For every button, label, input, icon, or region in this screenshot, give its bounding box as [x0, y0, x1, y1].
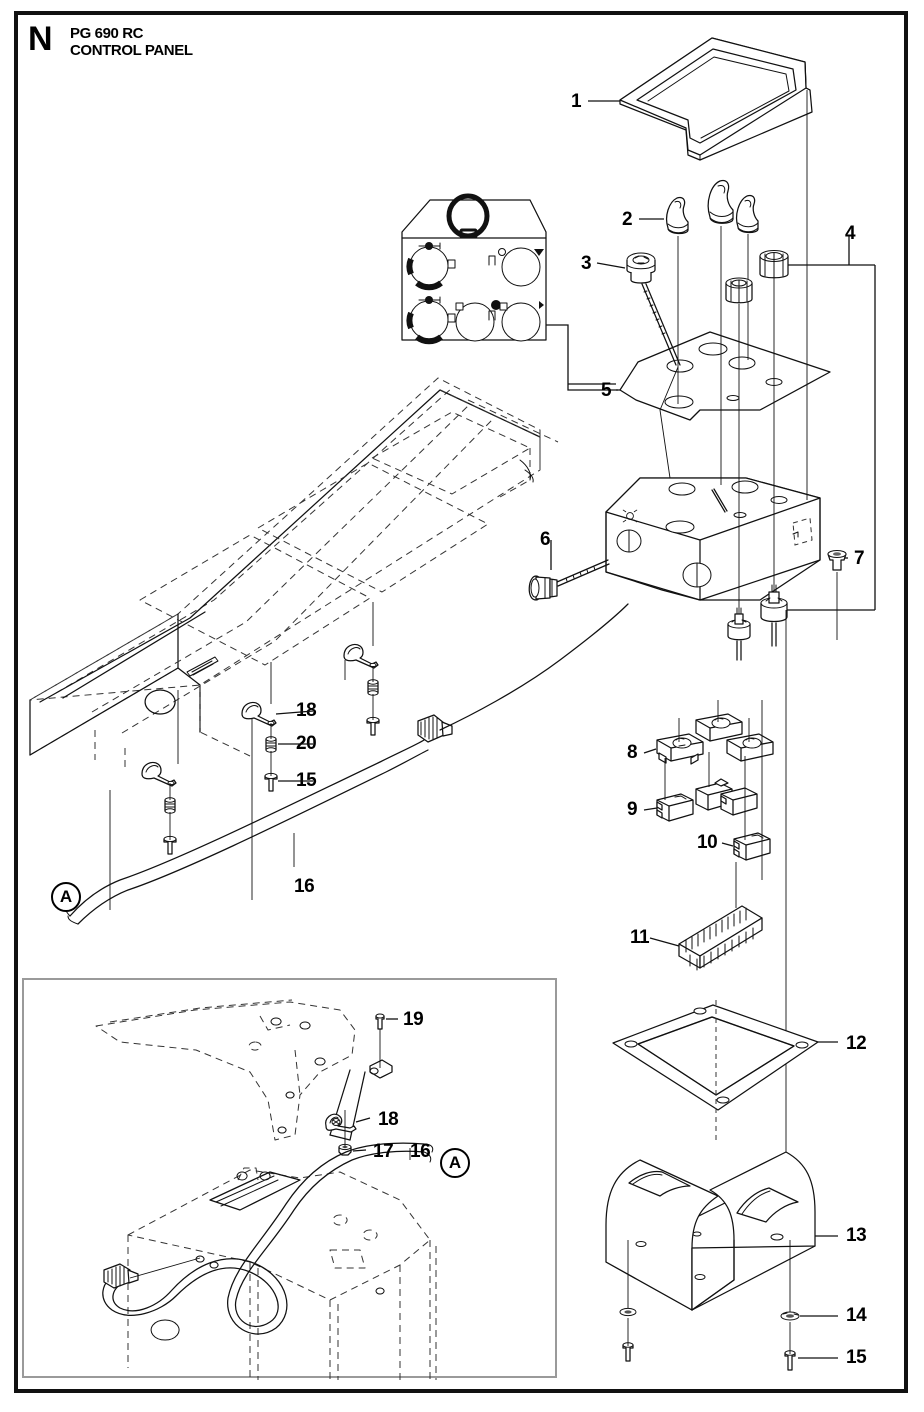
callout-15-clamp: 15: [296, 770, 317, 791]
title-block: PG 690 RC CONTROL PANEL: [70, 25, 193, 59]
callout-11: 11: [630, 927, 650, 948]
inset-callout-19: 19: [403, 1009, 424, 1030]
part-washer-screw-right: [780, 1240, 838, 1371]
callout-6: 6: [540, 529, 551, 550]
callout-15: 15: [846, 1347, 867, 1368]
model-name: PG 690 RC: [70, 25, 144, 42]
callout-16: 16: [294, 876, 315, 897]
callout-14: 14: [846, 1305, 867, 1326]
reference-mark-a-main: A: [51, 882, 81, 912]
part-cable-clamps: [109, 602, 380, 910]
part-control-cable: [64, 603, 629, 925]
callout-13: 13: [846, 1225, 867, 1246]
callout-8: 8: [627, 742, 638, 763]
inset-callout-18: 18: [378, 1109, 399, 1130]
part-control-panel-decal: [401, 193, 620, 391]
part-key-switch: [626, 252, 681, 479]
inset-callout-17: 17: [373, 1141, 394, 1162]
callout-7: 7: [854, 548, 865, 569]
callout-12: 12: [846, 1033, 867, 1054]
reference-machine-frame: [29, 377, 559, 772]
callout-1: 1: [571, 91, 582, 112]
part-grommet: [827, 550, 848, 640]
callout-4: 4: [845, 223, 856, 244]
detail-inset-box: [22, 978, 557, 1378]
callout-3: 3: [581, 253, 592, 274]
detail-inset-drawing: [95, 999, 437, 1380]
section-letter: N: [28, 20, 53, 58]
part-switch-blocks: [656, 700, 774, 861]
part-terminal-strip: [678, 862, 763, 971]
callout-5: 5: [601, 380, 612, 401]
part-panel-bracket: [605, 1151, 838, 1311]
part-panel-plate: [619, 331, 831, 421]
page-title: CONTROL PANEL: [70, 42, 193, 59]
callout-18: 18: [296, 700, 317, 721]
part-gasket: [612, 1004, 838, 1111]
reference-mark-a-inset: A: [440, 1148, 470, 1178]
callout-2: 2: [622, 209, 633, 230]
part-potentiometers: [727, 584, 788, 661]
part-connector-plug: [528, 559, 610, 601]
page-border: [14, 11, 908, 1393]
callout-20: 20: [296, 733, 317, 754]
part-hex-nuts: [725, 236, 876, 620]
callout-9: 9: [627, 799, 638, 820]
part-control-panel-cover: [619, 37, 813, 161]
inset-callout-16: 16: [410, 1141, 431, 1162]
part-washer-screw-left: [619, 1240, 637, 1362]
callout-10: 10: [697, 832, 718, 853]
part-switch-knobs: [665, 179, 759, 485]
part-control-housing: [605, 477, 821, 601]
